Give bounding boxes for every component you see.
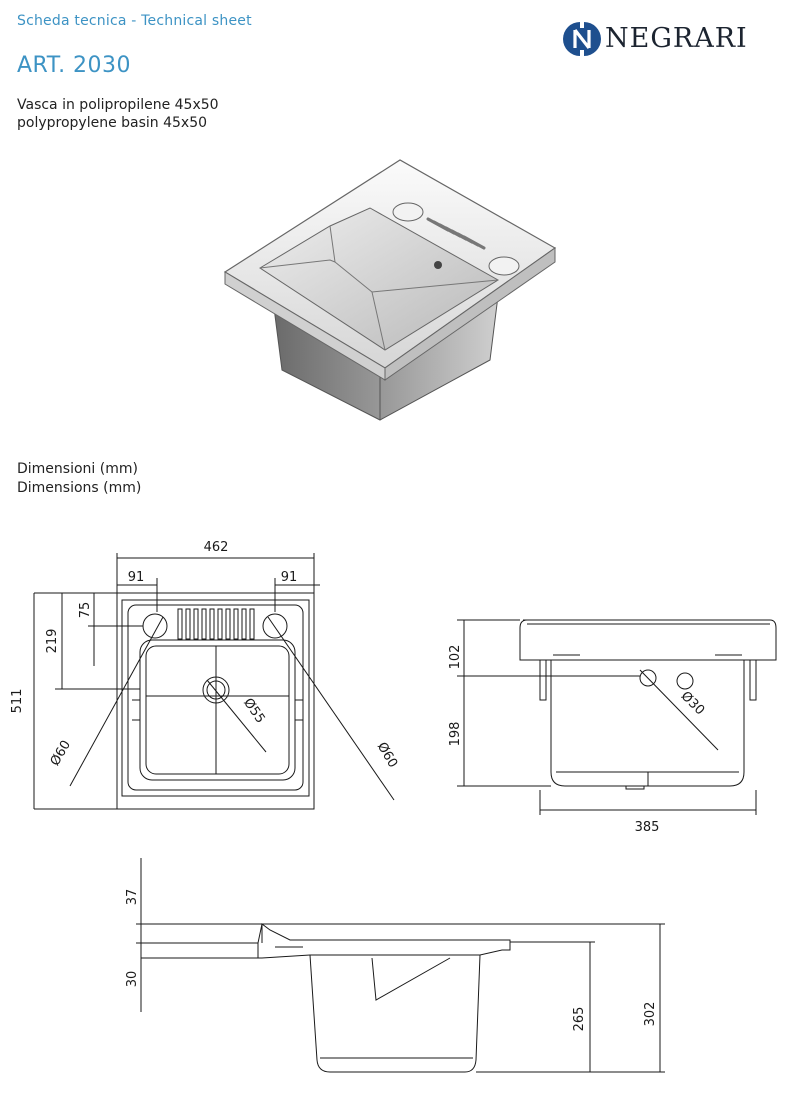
dim-rim-height: 102 (448, 645, 463, 670)
brand-logo: NEGRARI (561, 20, 766, 58)
dim-right-offset: 91 (281, 570, 298, 585)
dim-left-offset: 91 (128, 570, 145, 585)
dimensions-heading: Dimensioni (mm) Dimensions (mm) (17, 460, 141, 498)
description-italian: Vasca in polipropilene 45x50 (17, 97, 219, 113)
side-view-drawing (136, 858, 665, 1073)
dim-total-height: 302 (643, 1002, 658, 1027)
dimensions-italian: Dimensioni (mm) (17, 461, 138, 477)
dim-hole-left: Ø60 (48, 738, 74, 769)
front-view-drawing (457, 619, 777, 815)
sheet-subtitle: Scheda tecnica - Technical sheet (17, 13, 252, 29)
brand-name: NEGRARI (605, 23, 748, 54)
product-render (223, 159, 557, 421)
dim-bottom-width: 385 (635, 820, 660, 835)
description-english: polypropylene basin 45x50 (17, 115, 208, 131)
dim-hole-right: Ø60 (374, 740, 400, 771)
article-number: ART. 2030 (17, 53, 132, 78)
dim-rim: 37 (125, 889, 140, 906)
dim-width: 462 (204, 540, 229, 555)
dim-basin-depth: 265 (572, 1007, 587, 1032)
dim-drain: Ø55 (240, 696, 268, 727)
dim-hole-inset: 75 (78, 602, 93, 619)
brand-mark-icon (563, 22, 601, 56)
dim-hole-row: 219 (45, 629, 60, 654)
dim-basin-height: 198 (448, 722, 463, 747)
dim-rim-thickness: 30 (125, 971, 140, 988)
dimensions-english: Dimensions (mm) (17, 480, 142, 496)
dim-depth: 511 (10, 689, 25, 714)
product-description: Vasca in polipropilene 45x50 polypropyle… (17, 96, 219, 132)
top-view-drawing (33, 553, 395, 810)
